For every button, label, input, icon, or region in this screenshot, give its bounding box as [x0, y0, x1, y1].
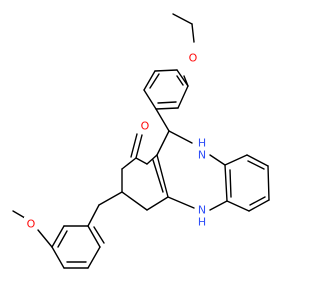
oxygen-atom-ether: O: [187, 51, 200, 65]
bond: [93, 226, 105, 244]
bond: [154, 69, 178, 72]
bond: [176, 69, 189, 87]
bond: [172, 13, 193, 25]
bond: [149, 73, 160, 89]
nitrogen-atom-nh-top: H N: [195, 137, 209, 162]
bond: [98, 191, 123, 206]
bond: [130, 133, 138, 158]
bond: [135, 134, 143, 159]
bond: [156, 154, 169, 198]
nitrogen-atom-nh-bottom: N H: [195, 203, 209, 229]
bond: [152, 159, 164, 193]
atom-label-o: O: [141, 120, 150, 133]
bond: [226, 200, 250, 212]
oxygen-atom-methoxy: O: [24, 217, 37, 231]
atom-label-n: N: [198, 204, 206, 217]
bond: [209, 154, 226, 166]
bond-layer: [12, 13, 270, 269]
bond: [247, 160, 265, 170]
bond: [146, 196, 169, 211]
bond: [224, 164, 228, 202]
bond: [87, 246, 101, 269]
bond: [246, 154, 269, 167]
molecule-canvas: O O H N N H O: [12, 13, 270, 269]
atom-label-h: H: [198, 216, 206, 229]
bond: [87, 204, 100, 227]
bond: [135, 157, 148, 165]
oxygen-atom-carbonyl: O: [138, 120, 151, 134]
bond: [146, 154, 158, 165]
bond: [248, 199, 270, 212]
bond: [51, 225, 65, 248]
bond: [57, 230, 68, 248]
atom-label-o: O: [189, 52, 198, 65]
atom-label-layer: O O H N N H O: [24, 51, 209, 231]
bond: [167, 196, 195, 209]
bond: [191, 23, 195, 43]
bond: [121, 157, 137, 170]
skeletal-structure: O O H N N H O: [12, 13, 270, 269]
bond: [176, 75, 184, 86]
bond: [12, 210, 26, 219]
bond: [143, 70, 156, 91]
bond: [87, 225, 101, 248]
bond: [51, 246, 65, 269]
bond: [155, 108, 170, 132]
bond: [37, 229, 53, 248]
bond: [267, 165, 270, 201]
bond: [143, 89, 157, 110]
bond: [157, 101, 177, 104]
bond: [177, 85, 189, 109]
bond: [168, 130, 193, 144]
bond: [249, 196, 266, 206]
bond: [121, 191, 148, 211]
bond: [209, 200, 228, 211]
atom-label-o: O: [27, 218, 36, 231]
atom-label-n: N: [198, 149, 206, 162]
bond: [224, 154, 248, 166]
bond: [229, 169, 232, 198]
bond: [155, 107, 179, 110]
atom-label-h: H: [198, 137, 206, 150]
bond: [156, 130, 170, 156]
